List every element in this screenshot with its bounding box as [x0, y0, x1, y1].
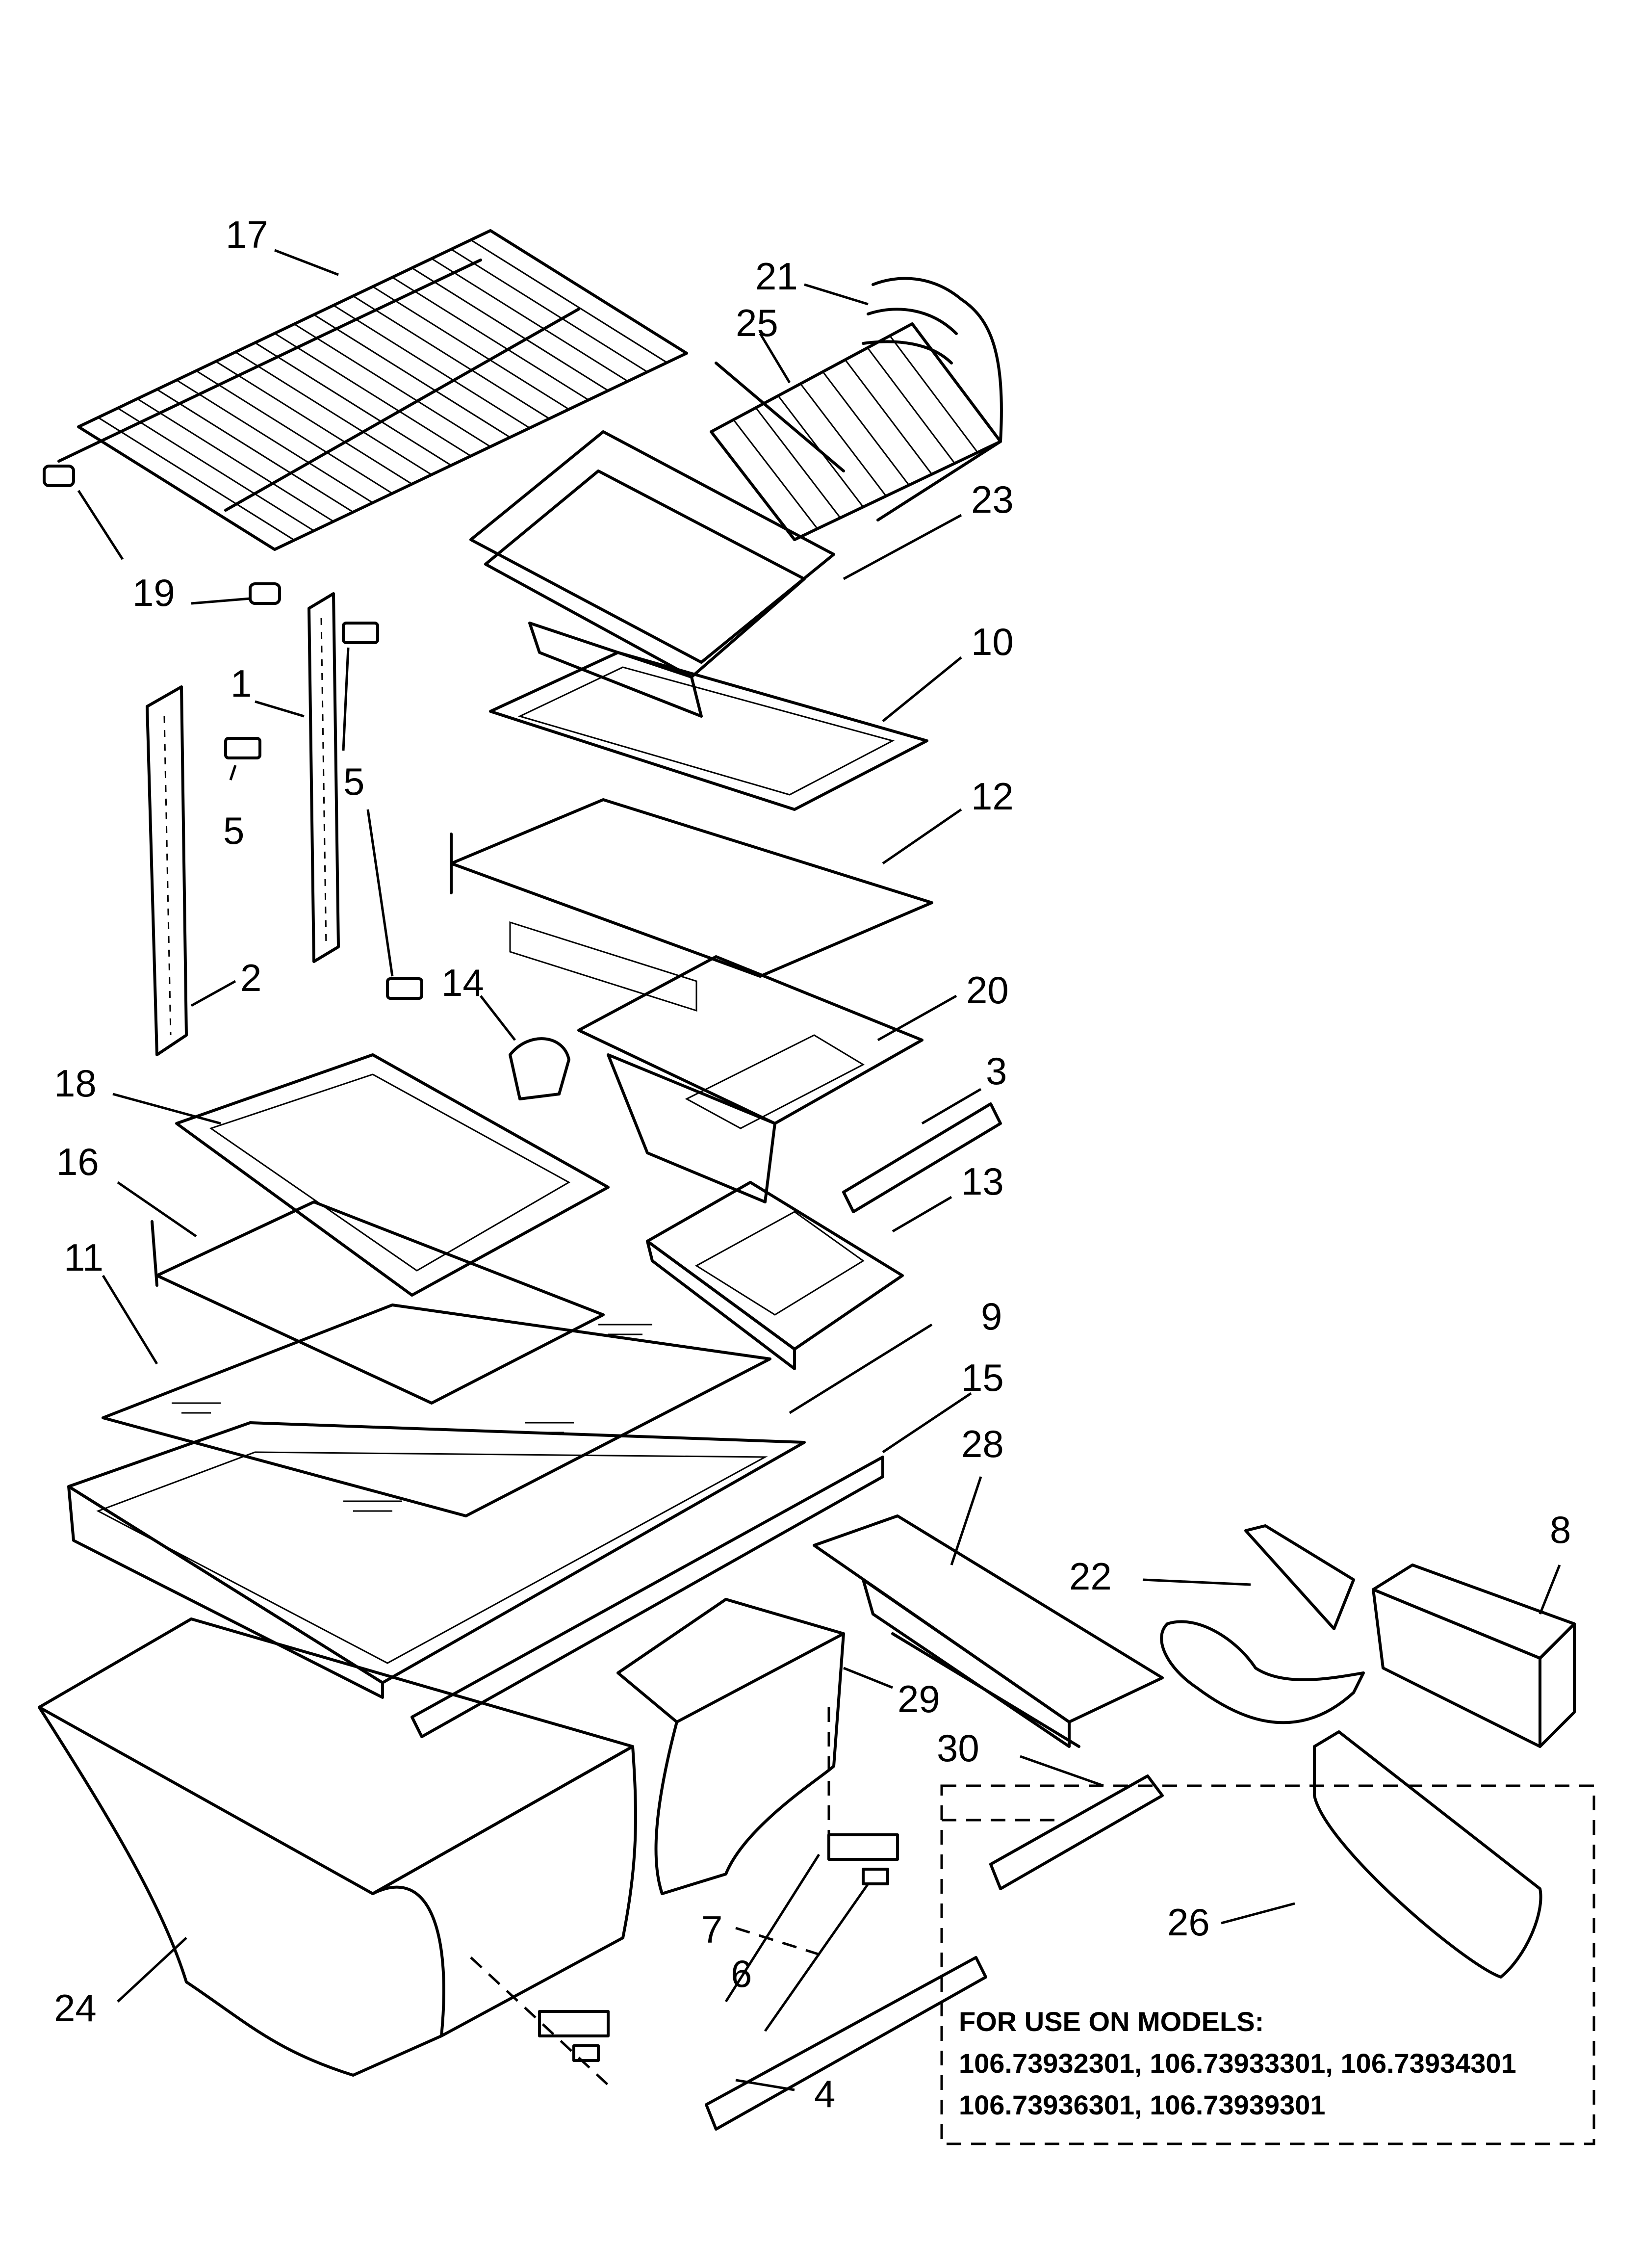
pan-cover-13 — [646, 1181, 904, 1370]
callout-15: 15 — [961, 1356, 1004, 1399]
callout-14: 14 — [441, 961, 484, 1004]
shelf-wire — [137, 398, 334, 522]
models-note-line1: 106.73932301, 106.73933301, 106.73934301 — [959, 2048, 1516, 2079]
callout-24: 24 — [54, 1986, 97, 2030]
callout-5a: 5 — [343, 760, 364, 803]
callout-labels: 17 21 25 23 19 1 5 5 10 12 2 14 20 18 3 … — [54, 213, 1571, 2115]
crisper-pan-23 — [469, 430, 835, 718]
callout-3: 3 — [986, 1049, 1007, 1093]
shelf-wire — [333, 305, 530, 429]
basket-wire — [889, 335, 978, 453]
rail-15 — [410, 1456, 884, 1738]
callout-30: 30 — [937, 1726, 979, 1770]
basket-wire — [867, 347, 955, 464]
crisper-glass-11 — [102, 1303, 771, 1517]
shelf-wire — [274, 333, 471, 457]
shelf-wire — [255, 342, 452, 466]
models-note-heading: FOR USE ON MODELS: — [959, 2006, 1264, 2037]
shelf-wire — [156, 389, 354, 513]
shelf-wire — [215, 361, 412, 485]
shelf-wire — [313, 314, 511, 438]
callout-5b: 5 — [223, 809, 244, 852]
shelf-wire — [78, 426, 275, 550]
basket-wire — [755, 407, 841, 519]
shelf-wire — [176, 379, 373, 504]
shelf-wire — [451, 248, 648, 373]
callout-10: 10 — [971, 620, 1014, 663]
shelf-wire — [235, 351, 432, 475]
crisper-frame-9 — [67, 1421, 806, 1699]
callout-13: 13 — [961, 1160, 1004, 1203]
basket-wire — [800, 383, 887, 497]
crisper-pan-24 — [38, 1617, 637, 2077]
callout-18: 18 — [54, 1062, 97, 1105]
callout-26: 26 — [1167, 1901, 1210, 1944]
rail-26 — [1313, 1730, 1542, 1979]
callout-9: 9 — [981, 1295, 1002, 1338]
basket-wire — [822, 371, 910, 486]
shelf-wire — [470, 239, 667, 364]
shelf-wire — [392, 276, 589, 401]
ladder-2 — [146, 685, 188, 1056]
callout-17: 17 — [226, 213, 268, 256]
glass-shelf-18 — [175, 1053, 610, 1297]
shelf-wire — [196, 370, 393, 494]
rail-3 — [842, 1102, 1002, 1213]
models-note: FOR USE ON MODELS: 106.73932301, 106.739… — [959, 2006, 1516, 2120]
crisper-pan-29 — [616, 1598, 845, 1895]
glass-shelf-10 — [489, 651, 928, 811]
shelf-wire — [98, 417, 295, 541]
callout-22: 22 — [1069, 1555, 1112, 1598]
screw-5 — [224, 622, 423, 1000]
bracket-28 — [813, 1514, 1164, 1748]
callout-21: 21 — [755, 255, 798, 298]
holder-22 — [1160, 1524, 1365, 1724]
wire-basket-21-25 — [710, 277, 1003, 541]
callout-19: 19 — [132, 571, 175, 614]
rail-4 — [705, 1956, 987, 2131]
shelf-wire — [117, 407, 314, 532]
callout-28: 28 — [961, 1422, 1004, 1465]
ladder-1 — [308, 592, 340, 963]
shelf-wire — [294, 323, 491, 447]
shelf-frame-16 — [151, 1200, 605, 1405]
basket-wire — [733, 419, 818, 529]
callout-1: 1 — [231, 662, 252, 705]
leader-lines — [77, 249, 1561, 2091]
rail-30 — [989, 1774, 1164, 1890]
shelf-support-19 — [43, 465, 281, 605]
callout-20: 20 — [966, 968, 1009, 1012]
callout-25: 25 — [736, 301, 778, 344]
meat-pan-20 — [577, 955, 924, 1203]
basket-wire — [710, 431, 795, 540]
shelf-wire — [353, 295, 550, 419]
shelf-frame-12 — [450, 798, 933, 1012]
models-note-box — [940, 1784, 1595, 2145]
callout-8: 8 — [1550, 1508, 1571, 1551]
wire-shelf-17 — [57, 229, 688, 551]
shelf-wire — [411, 267, 609, 391]
clip-14 — [509, 1037, 570, 1100]
callout-7: 7 — [701, 1908, 722, 1951]
callout-6: 6 — [731, 1952, 752, 1995]
clip-7 — [538, 1833, 899, 2037]
callout-11: 11 — [64, 1236, 103, 1279]
callout-16: 16 — [56, 1140, 99, 1183]
shelf-wire — [372, 286, 569, 410]
callout-23: 23 — [971, 478, 1014, 521]
callout-4: 4 — [814, 2072, 835, 2115]
dashed-guides — [470, 1707, 1054, 2086]
shelf-wire — [431, 258, 628, 382]
basket-wire — [911, 323, 1001, 442]
models-note-line2: 106.73936301, 106.73939301 — [959, 2089, 1325, 2120]
clip-6 — [572, 1868, 889, 2062]
basket-wire — [845, 359, 933, 475]
callout-29: 29 — [898, 1677, 940, 1721]
callout-12: 12 — [971, 775, 1014, 818]
shelf-wire — [490, 230, 687, 354]
callout-2: 2 — [240, 956, 261, 999]
bin-8 — [1372, 1564, 1576, 1748]
